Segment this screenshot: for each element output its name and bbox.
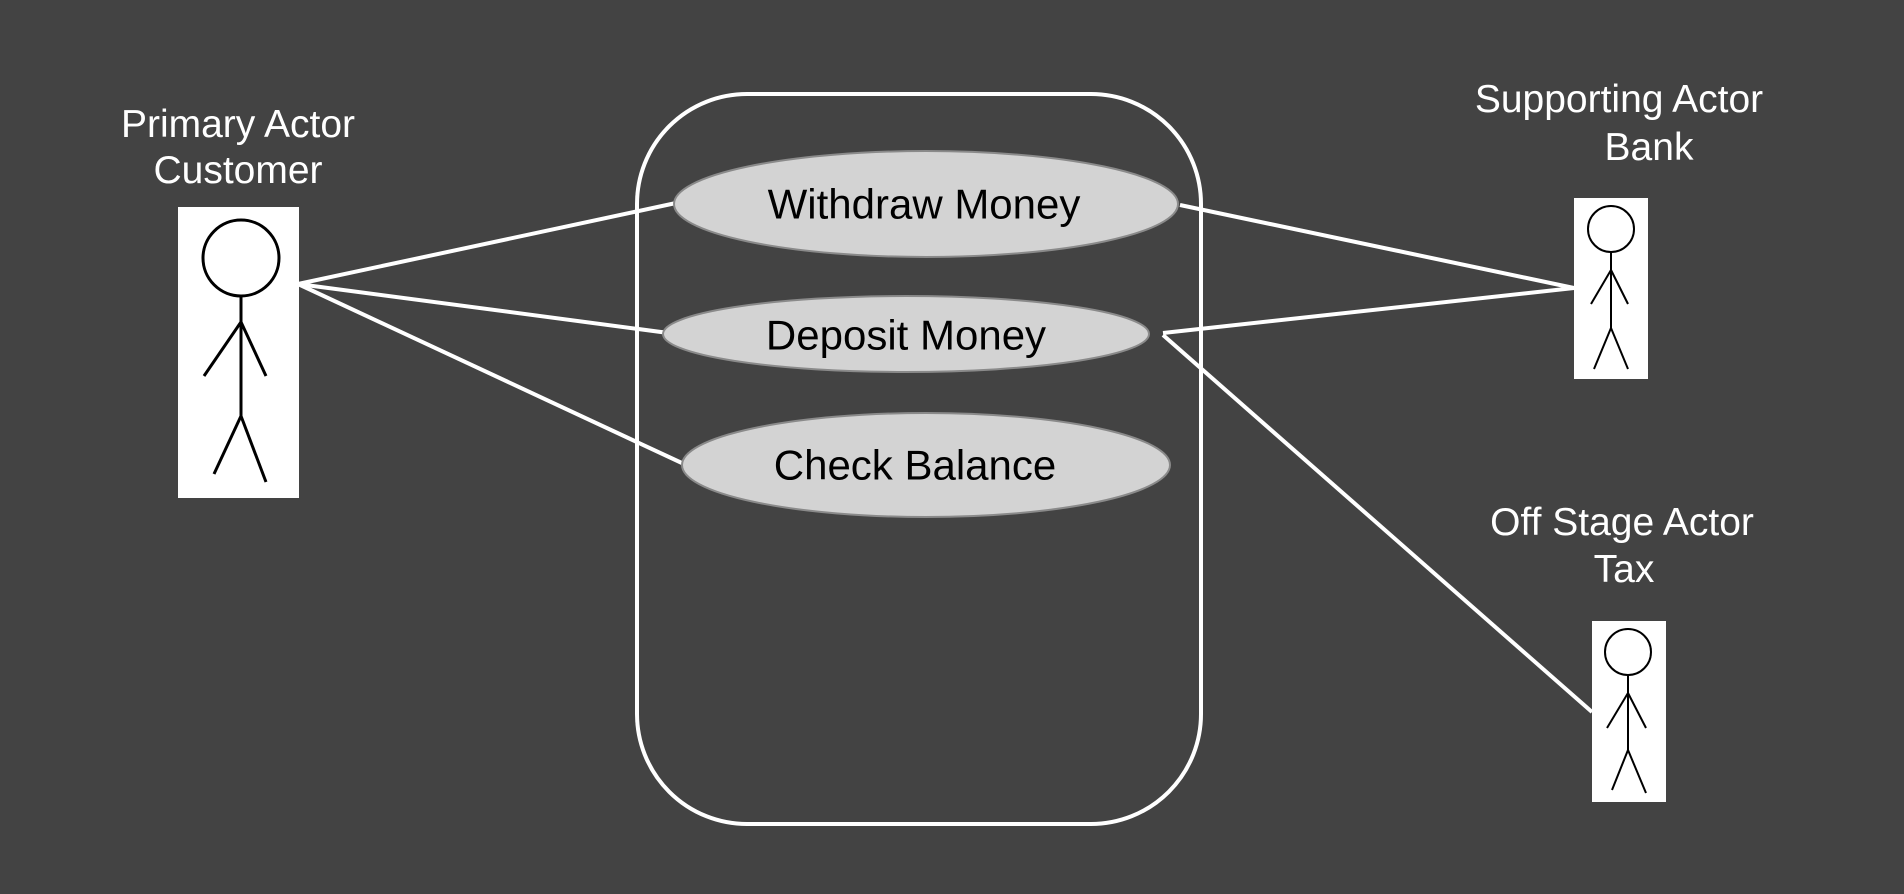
use-case-deposit-ellipse <box>662 295 1150 373</box>
stick-figure-icon <box>201 218 281 483</box>
primary-actor-role: Primary Actor <box>121 103 355 146</box>
link-customer-deposit <box>297 282 677 336</box>
supporting-actor-role: Supporting Actor <box>1475 78 1763 121</box>
offstage-actor-role: Off Stage Actor <box>1490 501 1754 544</box>
supporting-actor[interactable]: Supporting Actor Bank <box>1475 78 1763 379</box>
link-customer-balance <box>297 282 685 466</box>
use-case-deposit-label: Deposit Money <box>766 312 1046 359</box>
use-case-balance-ellipse <box>681 412 1171 518</box>
supporting-actor-name: Bank <box>1605 126 1694 169</box>
associations <box>297 201 1594 714</box>
use-case-withdraw-ellipse <box>673 150 1179 258</box>
stick-figure-icon <box>1587 205 1635 370</box>
link-withdraw-bank <box>1179 203 1575 290</box>
stick-figure-icon <box>1604 628 1652 794</box>
link-deposit-tax <box>1161 333 1594 714</box>
use-case-withdraw-label: Withdraw Money <box>768 181 1081 228</box>
system-boundary <box>635 92 1203 826</box>
offstage-actor[interactable]: Off Stage Actor Tax <box>1490 501 1754 802</box>
primary-actor-box <box>178 207 299 498</box>
use-case-withdraw[interactable]: Withdraw Money <box>673 150 1179 258</box>
offstage-actor-name: Tax <box>1594 548 1655 591</box>
use-case-balance[interactable]: Check Balance <box>681 412 1171 518</box>
use-case-deposit[interactable]: Deposit Money <box>662 295 1150 373</box>
link-deposit-bank <box>1162 286 1575 335</box>
primary-actor[interactable]: Primary Actor Customer <box>121 103 355 498</box>
link-customer-withdraw <box>297 201 677 286</box>
primary-actor-name: Customer <box>153 149 322 192</box>
use-case-balance-label: Check Balance <box>774 442 1057 489</box>
